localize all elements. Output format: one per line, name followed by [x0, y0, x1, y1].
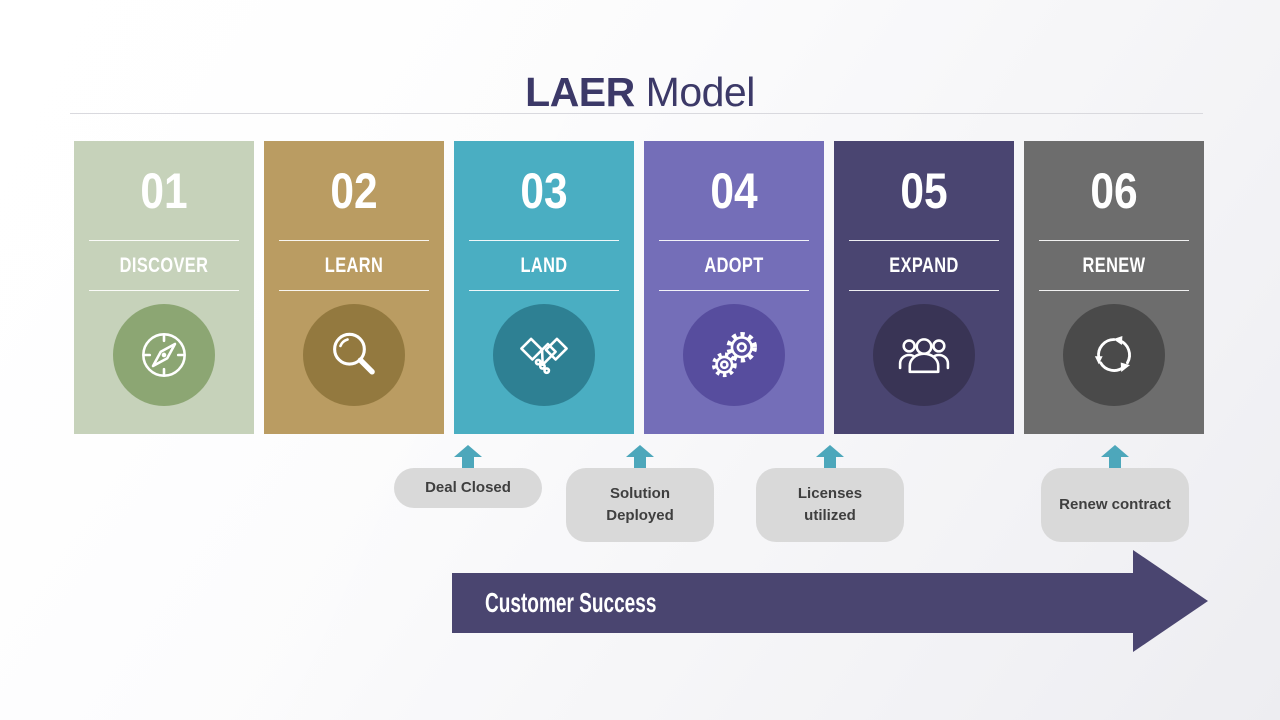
stage-icon-circle	[113, 304, 215, 406]
stage-rule-bottom	[279, 290, 429, 291]
stage-label: ADOPT	[704, 254, 764, 277]
milestone-label: Licenses utilized	[756, 468, 904, 542]
stage-rule-top	[659, 240, 809, 241]
stage-rule-top	[279, 240, 429, 241]
stage-card-learn: 02 LEARN	[264, 141, 444, 434]
stage-label: DISCOVER	[119, 254, 209, 277]
milestone-callout: Renew contract	[1041, 445, 1189, 542]
milestone-up-arrow-icon	[1101, 445, 1129, 468]
stage-label: EXPAND	[889, 254, 959, 277]
stage-number: 02	[330, 163, 378, 219]
customer-success-arrow: Customer Success	[452, 573, 1133, 633]
title-primary: LAER	[525, 69, 635, 116]
stage-icon-circle	[1063, 304, 1165, 406]
stage-card-land: 03 LAND	[454, 141, 634, 434]
stage-number: 03	[520, 163, 568, 219]
stage-rule-top	[1039, 240, 1189, 241]
stage-icon-circle	[873, 304, 975, 406]
stage-rule-bottom	[849, 290, 999, 291]
milestone-label: Renew contract	[1041, 468, 1189, 542]
customer-success-arrowhead-icon	[1133, 550, 1208, 652]
milestone-label: Deal Closed	[394, 468, 542, 508]
milestone-up-arrow-icon	[816, 445, 844, 468]
milestone-callout: Licenses utilized	[756, 445, 904, 542]
stage-card-adopt: 04 ADOPT	[644, 141, 824, 434]
stage-number: 06	[1090, 163, 1138, 219]
team-icon	[893, 324, 955, 386]
magnifier-icon	[323, 324, 385, 386]
gears-icon	[703, 324, 765, 386]
handshake-icon	[513, 324, 575, 386]
milestone-label: Solution Deployed	[566, 468, 714, 542]
stage-card-expand: 05 EXPAND	[834, 141, 1014, 434]
renew-cycle-icon	[1083, 324, 1145, 386]
stage-card-renew: 06 RENEW	[1024, 141, 1204, 434]
stage-rule-top	[849, 240, 999, 241]
title-divider	[70, 113, 1203, 114]
customer-success-label: Customer Success	[485, 587, 657, 618]
title-secondary: Model	[645, 69, 756, 116]
stage-card-discover: 01 DISCOVER	[74, 141, 254, 434]
compass-icon	[133, 324, 195, 386]
stage-rule-bottom	[469, 290, 619, 291]
stage-rule-bottom	[659, 290, 809, 291]
milestone-callout: Deal Closed	[394, 445, 542, 508]
page-title: LAER Model	[0, 69, 1280, 115]
milestone-callout: Solution Deployed	[566, 445, 714, 542]
stage-rule-bottom	[89, 290, 239, 291]
milestone-up-arrow-icon	[454, 445, 482, 468]
stage-icon-circle	[493, 304, 595, 406]
stage-label: LEARN	[324, 254, 384, 277]
stage-rule-bottom	[1039, 290, 1189, 291]
stage-rule-top	[469, 240, 619, 241]
stage-number: 01	[140, 163, 188, 219]
milestone-up-arrow-icon	[626, 445, 654, 468]
stage-number: 05	[900, 163, 948, 219]
stage-icon-circle	[683, 304, 785, 406]
stage-label: LAND	[520, 254, 568, 277]
stage-label: RENEW	[1082, 254, 1146, 277]
stage-rule-top	[89, 240, 239, 241]
stages-row: 01 DISCOVER 02 LEARN 03 LAND 04 ADOPT 05…	[74, 141, 1204, 434]
stage-icon-circle	[303, 304, 405, 406]
stage-number: 04	[710, 163, 758, 219]
